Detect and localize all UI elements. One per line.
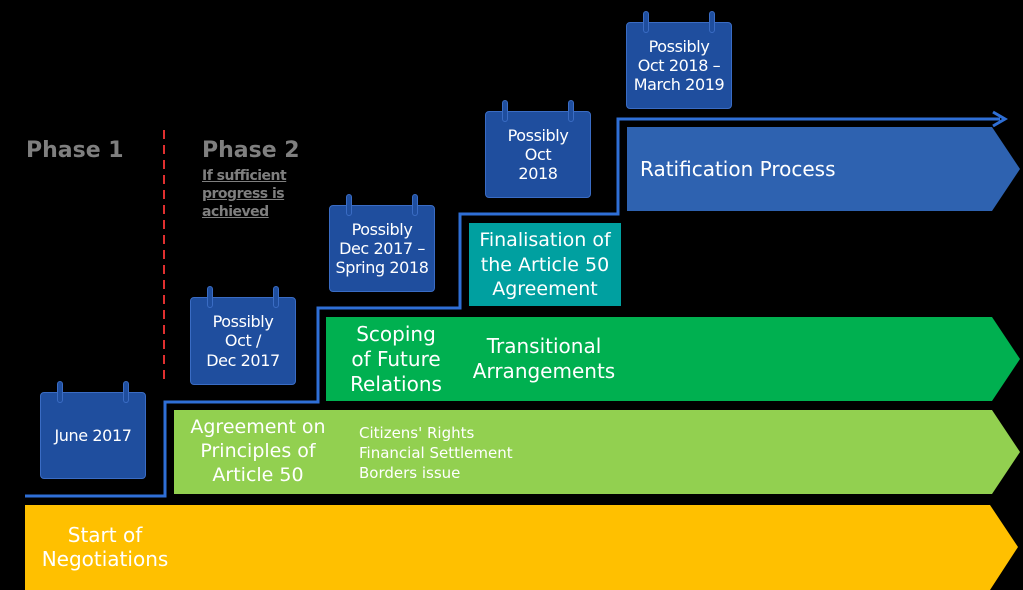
ratification-bar xyxy=(627,127,1020,211)
calendar-ring-icon xyxy=(346,194,352,216)
phase-2-label: Phase 2 xyxy=(202,138,300,163)
finalisation-box xyxy=(469,223,621,306)
calendar-ring-icon xyxy=(643,11,649,33)
transitional-arrangements-label: Transitional Arrangements xyxy=(472,334,616,383)
calendar-ring-icon xyxy=(273,286,279,308)
calendar-ring-icon xyxy=(57,381,63,403)
calendar-label: Possibly Oct 2018 – March 2019 xyxy=(633,36,725,95)
phase-2-note-line: If sufficient xyxy=(202,168,287,184)
agreement-item: Financial Settlement xyxy=(359,443,513,462)
calendar-oct-dec-2017: Possibly Oct / Dec 2017 xyxy=(190,286,296,385)
calendar-label: Possibly Dec 2017 – Spring 2018 xyxy=(335,219,429,278)
calendar-label: June 2017 xyxy=(54,425,132,445)
scoping-future-relations-label: Scoping of Future Relations xyxy=(350,322,442,396)
calendar-june-2017: June 2017 xyxy=(40,381,146,479)
agreement-item: Citizens' Rights xyxy=(359,424,475,442)
calendar-ring-icon xyxy=(207,286,213,308)
calendar-dec2017-spring2018: Possibly Dec 2017 – Spring 2018 xyxy=(329,194,435,292)
phase-2-note-line: progress is xyxy=(202,186,285,203)
timeline-step-line xyxy=(25,117,1000,498)
phase-1-label: Phase 1 xyxy=(26,138,124,163)
ratification-process-label: Ratification Process xyxy=(640,157,836,181)
calendar-label: Possibly Oct / Dec 2017 xyxy=(206,312,280,370)
phase-2-note: If sufficient progress is achieved xyxy=(202,167,287,222)
agreement-principles-label: Agreement on Principles of Article 50 xyxy=(190,416,326,486)
phase-2-note-line: achieved xyxy=(202,204,269,221)
finalisation-label: Finalisation of the Article 50 Agreement xyxy=(479,229,611,301)
calendar-ring-icon xyxy=(502,100,508,122)
calendar-ring-icon xyxy=(123,381,129,403)
agreement-items-list: Citizens' Rights Financial Settlement Bo… xyxy=(359,424,513,483)
agreement-principles-bar xyxy=(174,410,1020,494)
start-negotiations-bar xyxy=(25,505,1018,590)
calendar-oct2018-march2019: Possibly Oct 2018 – March 2019 xyxy=(626,11,732,109)
future-relations-bar xyxy=(326,317,1020,401)
timeline-arrowhead xyxy=(992,110,1008,128)
start-negotiations-label: Start of Negotiations xyxy=(41,523,169,571)
agreement-item: Borders issue xyxy=(359,463,461,482)
calendar-ring-icon xyxy=(568,100,574,122)
calendar-label: Possibly Oct 2018 xyxy=(507,125,569,184)
calendar-oct-2018: Possibly Oct 2018 xyxy=(485,100,591,198)
calendar-ring-icon xyxy=(412,194,418,216)
calendar-ring-icon xyxy=(709,11,715,33)
